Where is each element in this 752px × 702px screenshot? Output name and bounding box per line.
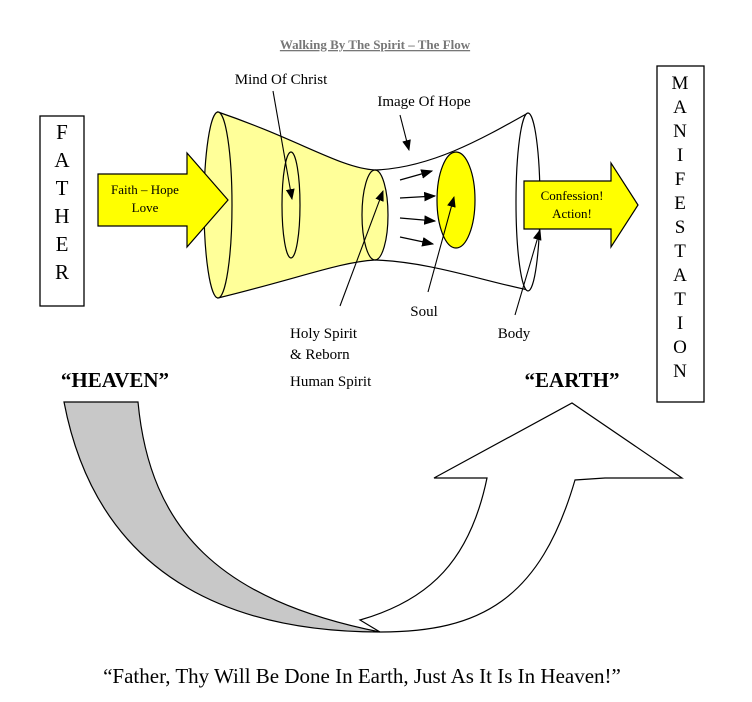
soul-oval bbox=[436, 151, 476, 249]
label-soul: Soul bbox=[410, 304, 438, 320]
human-spirit-ring bbox=[361, 169, 389, 261]
manifestation-letter: O bbox=[673, 337, 687, 358]
label-holy-spirit-line1: Holy Spirit bbox=[290, 326, 358, 342]
manifestation-letter: I bbox=[677, 145, 683, 166]
father-letter: A bbox=[54, 148, 70, 172]
label-mind-of-christ: Mind Of Christ bbox=[235, 72, 328, 88]
manifestation-box bbox=[656, 65, 705, 403]
earth-label: “EARTH” bbox=[525, 368, 620, 392]
label-body: Body bbox=[498, 326, 531, 342]
manifestation-letter: F bbox=[675, 169, 686, 190]
flow-arrows bbox=[399, 169, 437, 247]
mind-of-christ-ring bbox=[281, 151, 301, 259]
father-letter: F bbox=[56, 120, 68, 144]
soul-pointer bbox=[427, 195, 456, 293]
bottom-quote: “Father, Thy Will Be Done In Earth, Just… bbox=[103, 664, 621, 688]
label-image-of-hope: Image Of Hope bbox=[377, 94, 471, 110]
spirit-funnel bbox=[217, 111, 376, 299]
manifestation-letter: E bbox=[674, 193, 686, 214]
manifestation-letter: N bbox=[673, 361, 687, 382]
label-holy-spirit-line2: & Reborn bbox=[290, 347, 350, 363]
manifestation-letter: M bbox=[672, 73, 689, 94]
mind-of-christ-pointer bbox=[272, 90, 295, 201]
father-letter: R bbox=[55, 260, 69, 284]
heaven-label: “HEAVEN” bbox=[61, 368, 169, 392]
father-letter: T bbox=[56, 176, 69, 200]
manifestation-letter: I bbox=[677, 313, 683, 334]
faith-arrow bbox=[97, 151, 229, 249]
label-holy-spirit-line3: Human Spirit bbox=[290, 374, 372, 390]
confession-arrow-line1: Confession! bbox=[541, 188, 604, 203]
manifestation-letter: A bbox=[673, 97, 687, 118]
father-box bbox=[39, 115, 85, 307]
heaven-flow-band bbox=[63, 401, 381, 633]
diagram-title: Walking By The Spirit – The Flow bbox=[280, 37, 471, 52]
faith-arrow-line2: Love bbox=[132, 200, 159, 215]
body-pointer bbox=[514, 228, 542, 316]
faith-arrow-line1: Faith – Hope bbox=[111, 182, 179, 197]
holy-spirit-pointer bbox=[339, 189, 384, 307]
body-funnel-top bbox=[374, 112, 529, 171]
confession-arrow-line2: Action! bbox=[552, 206, 592, 221]
earth-return-arrow bbox=[358, 402, 684, 633]
confession-arrow bbox=[523, 160, 639, 250]
manifestation-letter: T bbox=[674, 289, 686, 310]
manifestation-letters: M A N I F E S T A T I O N bbox=[672, 73, 689, 382]
manifestation-letter: A bbox=[673, 265, 687, 286]
manifestation-letter: N bbox=[673, 121, 687, 142]
father-letter: E bbox=[56, 232, 69, 256]
father-letter: H bbox=[54, 204, 69, 228]
image-of-hope-pointer bbox=[399, 114, 411, 152]
father-letters: F A T H E R bbox=[54, 120, 70, 284]
manifestation-letter: T bbox=[674, 241, 686, 262]
manifestation-letter: S bbox=[675, 217, 686, 238]
body-funnel-bottom bbox=[374, 259, 529, 291]
